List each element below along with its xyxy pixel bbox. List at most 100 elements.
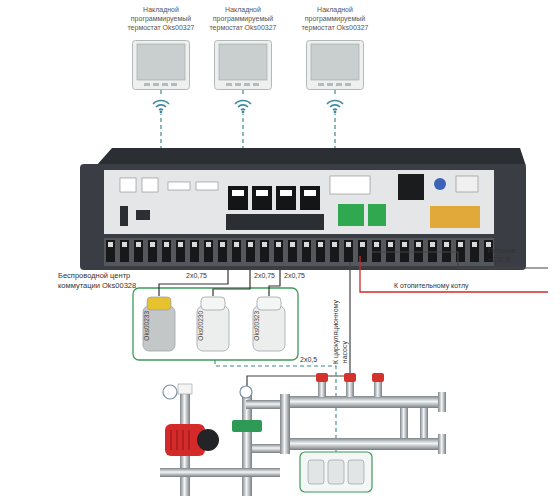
actuator-body bbox=[253, 306, 285, 351]
thermostat-button bbox=[153, 83, 159, 86]
wifi-waves bbox=[153, 101, 169, 110]
relay bbox=[142, 178, 158, 192]
relay bbox=[196, 182, 218, 190]
node-label: Накладной программируемый термостат Oks0… bbox=[297, 5, 373, 32]
terminal-block bbox=[252, 186, 272, 210]
terminal-window bbox=[304, 190, 316, 196]
icon-background bbox=[325, 96, 345, 114]
thermostat-button bbox=[162, 83, 168, 86]
wifi-symbol bbox=[233, 96, 253, 114]
terminal-window bbox=[256, 190, 268, 196]
wire-label: насосу bbox=[340, 341, 349, 363]
power-wire bbox=[372, 252, 548, 268]
thermostat-button bbox=[336, 83, 342, 86]
wifi-waves bbox=[327, 101, 343, 110]
valve-stem bbox=[374, 381, 382, 397]
mini-actuator bbox=[308, 460, 324, 484]
thermostat-shape bbox=[306, 40, 364, 90]
thermometer bbox=[240, 386, 252, 398]
thermostat-button bbox=[253, 83, 259, 86]
thermostat-screen bbox=[137, 44, 185, 80]
wire-label: 2х0,5 bbox=[300, 355, 317, 364]
terminal-strip bbox=[226, 214, 324, 230]
thermostat-screen bbox=[311, 44, 359, 80]
wifi-symbol bbox=[151, 96, 171, 114]
thermostat-shape bbox=[214, 40, 272, 90]
boiler-wire bbox=[360, 256, 548, 292]
valve-cap bbox=[316, 373, 328, 382]
cable bbox=[213, 270, 250, 296]
terminal-block bbox=[300, 186, 320, 210]
icon-background bbox=[233, 96, 253, 114]
node-label: Oks00233 bbox=[143, 311, 151, 341]
connector bbox=[430, 206, 480, 228]
cable-label: 2х0,75 bbox=[284, 272, 305, 280]
node-label: Oks00230 bbox=[197, 311, 205, 341]
cable-label: 2х0,75 bbox=[254, 272, 275, 280]
cable-label: 2х0,75 bbox=[186, 272, 207, 280]
terminal-block bbox=[276, 186, 296, 210]
thermostat-case bbox=[133, 41, 190, 90]
actuator-body bbox=[197, 306, 229, 351]
fuse bbox=[456, 176, 478, 192]
icon-background bbox=[151, 96, 171, 114]
group-bracket bbox=[133, 288, 298, 360]
wire-label: Питание ~230 В bbox=[488, 246, 528, 264]
end-cap bbox=[438, 392, 446, 412]
wiring-center: Беспроводной центр коммутации Oks00328 bbox=[80, 148, 526, 270]
wire-label: К циркуляционному bbox=[331, 300, 340, 364]
wifi-waves bbox=[235, 101, 251, 110]
thermostat-shape bbox=[132, 40, 190, 90]
valve-handle bbox=[178, 384, 192, 394]
thermostat-button bbox=[235, 83, 241, 86]
hub-top bbox=[96, 148, 526, 166]
outlet bbox=[400, 408, 408, 438]
actuator: Oks00233 bbox=[140, 296, 178, 352]
wifi-dot bbox=[242, 111, 245, 114]
thermometer bbox=[163, 385, 177, 399]
node-label: Oks00323 bbox=[253, 311, 261, 341]
terminal-window bbox=[232, 190, 244, 196]
thermostat-button bbox=[327, 83, 333, 86]
pump-fins bbox=[171, 430, 189, 450]
thermostat-button bbox=[171, 83, 177, 86]
group-bracket bbox=[300, 452, 372, 492]
thermostat-box: Накладной программируемый термостат Oks0… bbox=[214, 40, 272, 90]
thermostat-box: Накладной программируемый термостат Oks0… bbox=[306, 40, 364, 90]
green-connector bbox=[368, 204, 386, 226]
manifold-end bbox=[280, 394, 290, 454]
pipe bbox=[160, 468, 280, 477]
node-label: Беспроводной центр коммутации Oks00328 bbox=[58, 271, 142, 290]
thermostat-case bbox=[215, 41, 272, 90]
thermostat-button bbox=[318, 83, 324, 86]
node-label: Накладной программируемый термостат Oks0… bbox=[123, 5, 199, 32]
valve-stem bbox=[346, 381, 354, 397]
actuator: Oks00230 bbox=[194, 296, 232, 352]
thermostat-button bbox=[144, 83, 150, 86]
wire-label: К отопительному котлу bbox=[394, 281, 469, 290]
capacitor bbox=[434, 178, 446, 190]
mini-actuator bbox=[328, 460, 344, 484]
relay bbox=[120, 178, 136, 192]
thermostat-button bbox=[345, 83, 351, 86]
node-label: Накладной программируемый термостат Oks0… bbox=[205, 5, 281, 32]
thermostat-button bbox=[244, 83, 250, 86]
actuator-cap bbox=[147, 297, 171, 310]
end-cap bbox=[438, 434, 446, 454]
thermostat-screen bbox=[219, 44, 267, 80]
valve-cap bbox=[372, 373, 384, 382]
mini-actuator bbox=[348, 460, 364, 484]
actuator-cap bbox=[201, 297, 225, 310]
actuator: Oks00323 bbox=[250, 296, 288, 352]
wireless-link bbox=[242, 90, 243, 148]
terminal-window bbox=[280, 190, 292, 196]
wifi-dot bbox=[160, 111, 163, 114]
relay bbox=[330, 176, 370, 194]
transformer bbox=[398, 174, 424, 200]
chip bbox=[136, 210, 150, 220]
relay bbox=[168, 182, 190, 190]
actuator-cap bbox=[257, 297, 281, 310]
